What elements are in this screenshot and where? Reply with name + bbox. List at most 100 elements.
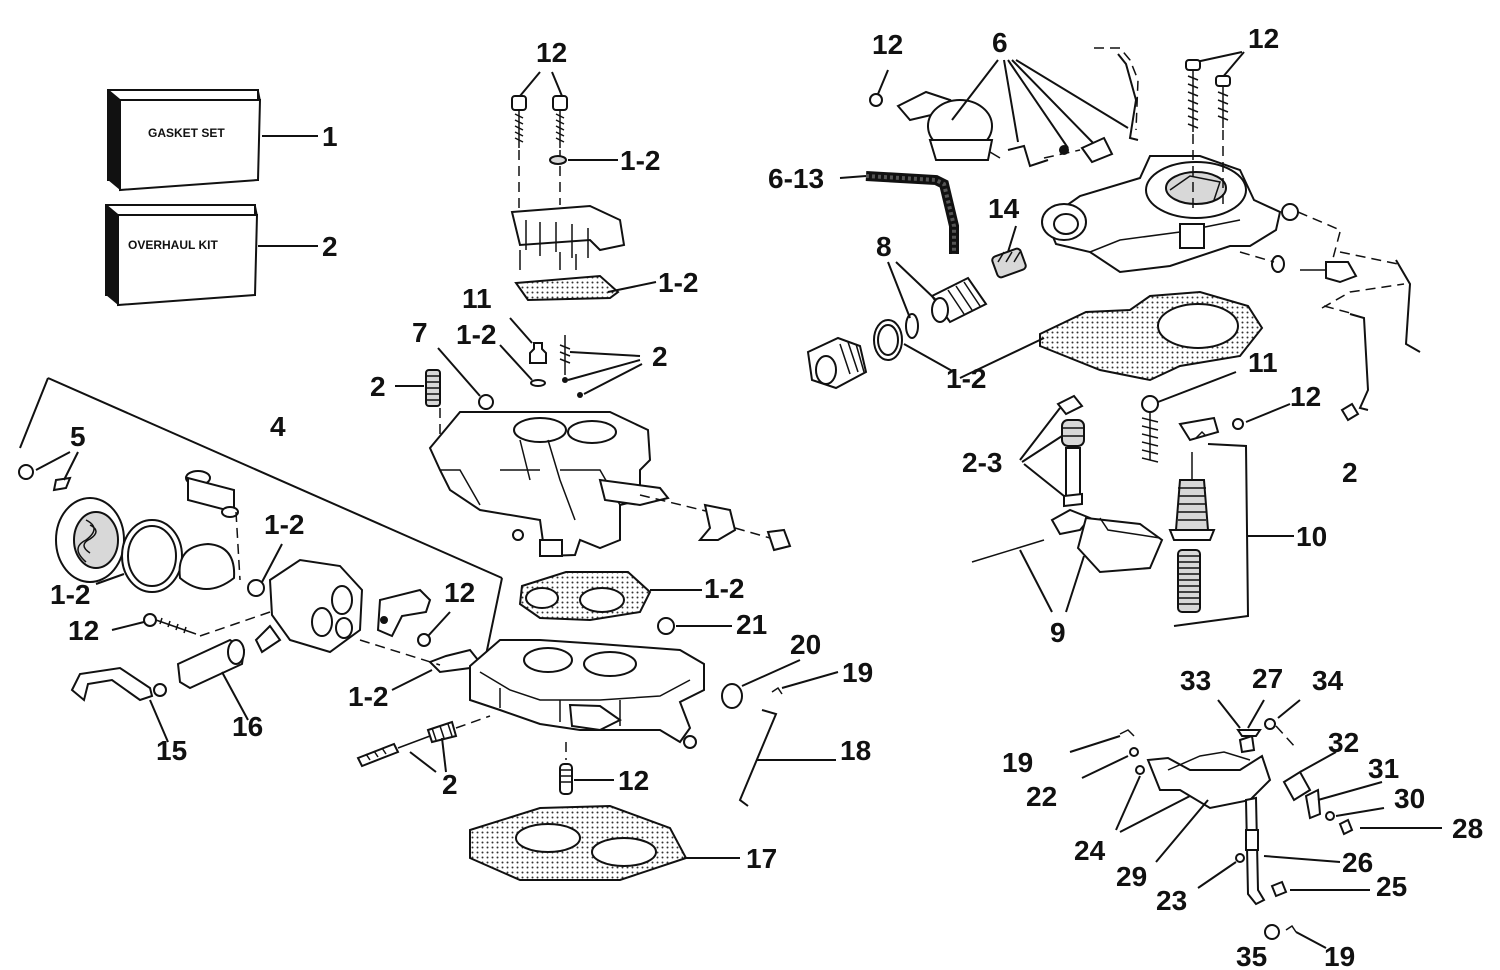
callout-4: 4	[270, 411, 286, 442]
callout-1-2: 1-2	[456, 319, 496, 350]
plug-7	[437, 347, 494, 410]
callout-12: 12	[444, 577, 475, 608]
pulloff-screw-12	[869, 69, 889, 107]
vent-tube-6-13	[839, 171, 959, 254]
callout-1-2: 1-2	[264, 509, 304, 540]
inlet-nut	[806, 336, 868, 390]
callout-12: 12	[1290, 381, 1321, 412]
callout-17: 17	[746, 843, 777, 874]
callout-12: 12	[68, 615, 99, 646]
callout-22: 22	[1026, 781, 1057, 812]
callout-8: 8	[876, 231, 892, 262]
choke-gasket-ring	[95, 519, 183, 593]
callout-10: 10	[1296, 521, 1327, 552]
callout-2: 2	[322, 231, 338, 262]
choke-baffle	[178, 542, 236, 590]
callout-19: 19	[1324, 941, 1355, 970]
callout-1-2: 1-2	[946, 363, 986, 394]
callout-35: 35	[1236, 941, 1267, 970]
callout-12: 12	[1248, 23, 1279, 54]
air-horn-linkage	[1239, 203, 1421, 422]
callout-7: 7	[412, 317, 428, 348]
callout-19: 19	[1002, 747, 1033, 778]
pump-assembly-10	[1168, 430, 1294, 627]
washer-21	[657, 617, 732, 635]
callout-2: 2	[1342, 457, 1358, 488]
callout-labels: 12 1-2 1-2 11 1-2 2 7 2 4 5 1-2 1-2 12 1…	[50, 23, 1483, 970]
upper-body	[428, 411, 670, 558]
callout-34: 34	[1312, 665, 1344, 696]
choke-lever-parts	[185, 470, 241, 581]
pump-parts-2a	[559, 335, 643, 398]
spring-2b	[395, 369, 441, 450]
choke-cover-5	[18, 451, 125, 583]
pivot-clip	[639, 494, 792, 552]
base-gasket-17	[469, 804, 740, 881]
callout-28: 28	[1452, 813, 1483, 844]
linkage-parts	[1069, 699, 1442, 949]
top-screws	[511, 71, 618, 210]
callout-1-2: 1-2	[620, 145, 660, 176]
needle-seat-11	[499, 317, 547, 387]
callout-19: 19	[842, 657, 873, 688]
callout-1-2: 1-2	[50, 579, 90, 610]
base-screw-12	[559, 742, 614, 795]
body-gasket-upper	[518, 571, 702, 622]
callout-2: 2	[370, 371, 386, 402]
callout-11: 11	[1248, 347, 1278, 378]
air-horn	[1041, 51, 1282, 274]
choke-bracket	[510, 204, 626, 270]
fuel-filter-8	[887, 261, 988, 339]
callout-33: 33	[1180, 665, 1211, 696]
callout-16: 16	[232, 711, 263, 742]
pulloff-link	[1007, 47, 1139, 168]
gasket-set-label: GASKET SET	[148, 126, 225, 140]
link-rod-18	[738, 709, 836, 807]
choke-hose-16	[176, 638, 249, 721]
callout-12: 12	[536, 37, 567, 68]
choke-housing	[247, 543, 364, 654]
pump-plunger-11	[1141, 371, 1237, 463]
callout-6: 6	[992, 27, 1008, 58]
retainer-19a	[771, 671, 839, 695]
float-9	[971, 508, 1164, 613]
air-horn-gasket	[959, 290, 1264, 382]
callout-27: 27	[1252, 663, 1283, 694]
callout-1-2: 1-2	[348, 681, 388, 712]
callout-25: 25	[1376, 871, 1407, 902]
callout-1-2: 1-2	[704, 573, 744, 604]
callout-2-3: 2-3	[962, 447, 1002, 478]
spring-14	[991, 225, 1027, 279]
callout-15: 15	[156, 735, 187, 766]
callout-30: 30	[1394, 783, 1425, 814]
filter-gasket	[873, 319, 955, 373]
throttle-body	[469, 639, 705, 749]
callout-18: 18	[840, 735, 871, 766]
bushing-20	[721, 659, 801, 709]
callout-14: 14	[988, 193, 1020, 224]
callout-1: 1	[322, 121, 338, 152]
pump-arm-12	[1178, 403, 1291, 442]
callout-1-2: 1-2	[658, 267, 698, 298]
choke-screw-12	[111, 611, 271, 637]
power-valve-2-3	[1019, 394, 1085, 508]
choke-group-bracket	[19, 377, 503, 656]
callout-29: 29	[1116, 861, 1147, 892]
callout-20: 20	[790, 629, 821, 660]
callout-26: 26	[1342, 847, 1373, 878]
callout-2: 2	[442, 769, 458, 800]
callout-31: 31	[1368, 753, 1399, 784]
bracket-gasket	[514, 274, 657, 302]
idle-screws-2	[356, 715, 491, 773]
callout-12: 12	[618, 765, 649, 796]
gasket-set-box: GASKET SET	[107, 89, 318, 192]
callout-32: 32	[1328, 727, 1359, 758]
vacuum-break-6	[896, 59, 1129, 161]
callout-24: 24	[1074, 835, 1106, 866]
callout-12: 12	[872, 29, 903, 60]
callout-9: 9	[1050, 617, 1066, 648]
overhaul-kit-label: OVERHAUL KIT	[128, 238, 218, 252]
callout-2: 2	[652, 341, 668, 372]
